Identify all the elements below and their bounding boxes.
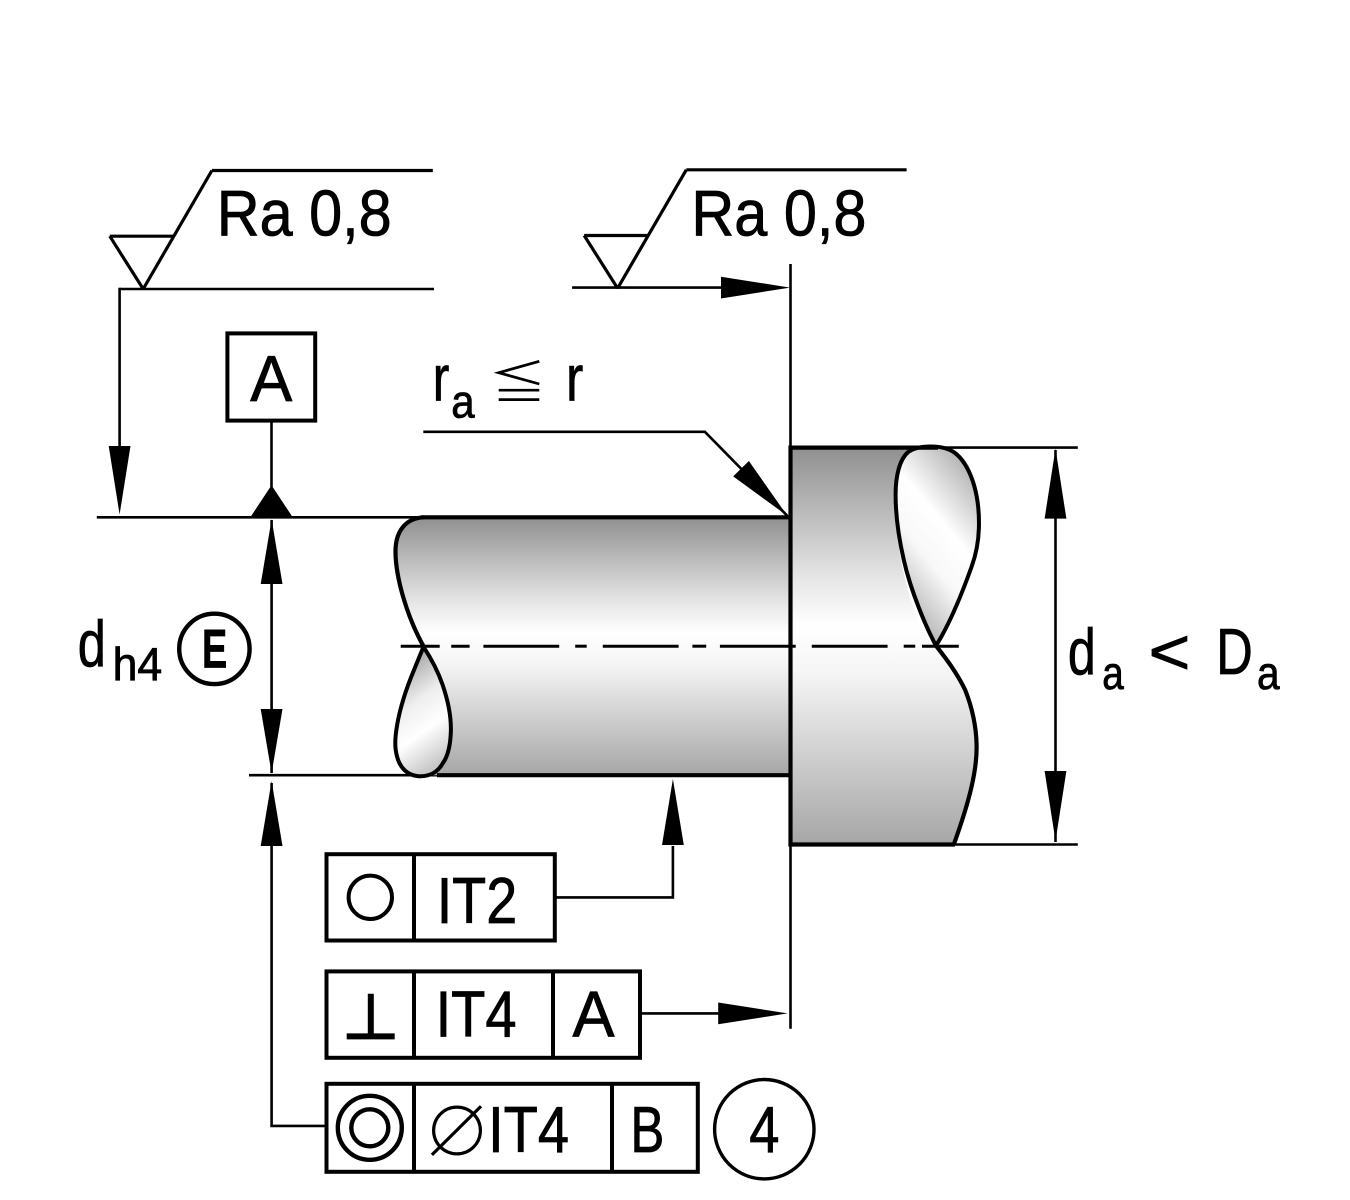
svg-text:d: d — [78, 608, 106, 680]
svg-text:a: a — [1257, 647, 1280, 699]
svg-text:E: E — [202, 617, 227, 679]
svg-text:h4: h4 — [113, 638, 163, 690]
svg-text:B: B — [630, 1094, 664, 1166]
svg-text:Ra 0,8: Ra 0,8 — [217, 178, 392, 250]
svg-text:a: a — [451, 376, 475, 428]
svg-text:IT4: IT4 — [436, 979, 517, 1051]
svg-text:A: A — [573, 979, 615, 1051]
svg-text:4: 4 — [749, 1094, 779, 1166]
svg-text:IT2: IT2 — [437, 865, 518, 937]
svg-text:A: A — [250, 343, 292, 415]
svg-text:D: D — [1216, 616, 1253, 688]
svg-text:<: < — [1149, 616, 1191, 688]
svg-text:r: r — [566, 343, 583, 415]
svg-text:a: a — [1102, 647, 1124, 699]
svg-text:Ra 0,8: Ra 0,8 — [691, 177, 866, 249]
svg-text:r: r — [433, 343, 450, 415]
svg-text:IT4: IT4 — [488, 1094, 569, 1166]
svg-text:d: d — [1068, 616, 1096, 688]
